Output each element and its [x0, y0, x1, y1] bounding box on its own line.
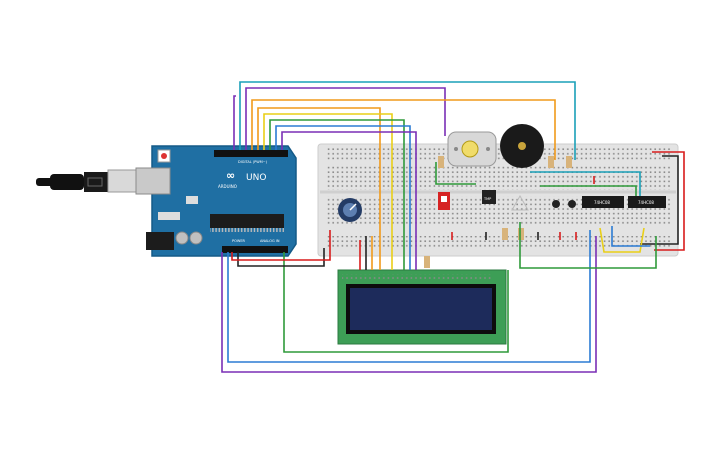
push-button-icon[interactable]: [552, 200, 576, 208]
chip1-label: 74HC08: [594, 200, 610, 205]
arduino-model-text: UNO: [246, 173, 266, 183]
logic-chip-1[interactable]: 74HC08: [582, 196, 624, 208]
photoresistor-icon[interactable]: [511, 194, 529, 211]
slide-switch-icon[interactable]: [438, 192, 450, 210]
arduino-brand-text: ARDUINO: [218, 184, 237, 189]
logic-chip-2[interactable]: 74HC08: [628, 196, 666, 208]
tmp-sensor-label: TMP: [483, 197, 491, 201]
usb-plug-icon: [87, 177, 103, 187]
arduino-uno-board[interactable]: ∞ UNO ARDUINO DIGITAL (PWM~) POWER ANALO…: [135, 145, 297, 257]
tmp-sensor[interactable]: TMP: [482, 190, 496, 204]
lcd-display[interactable]: [337, 269, 507, 345]
piezo-buzzer-icon[interactable]: [500, 124, 544, 168]
chip2-label: 74HC08: [638, 200, 654, 205]
dc-motor-icon[interactable]: [447, 131, 497, 167]
potentiometer-icon[interactable]: [338, 198, 362, 222]
resistors[interactable]: [424, 156, 572, 268]
arduino-analog-label: ANALOG IN: [260, 239, 280, 243]
arduino-power-label: POWER: [232, 239, 246, 243]
arduino-digital-label: DIGITAL (PWM~): [238, 160, 268, 164]
wires[interactable]: [221, 81, 685, 373]
usb-cable[interactable]: [36, 169, 137, 193]
arduino-logo-text: ∞: [226, 169, 235, 182]
jumpers: [451, 176, 595, 240]
